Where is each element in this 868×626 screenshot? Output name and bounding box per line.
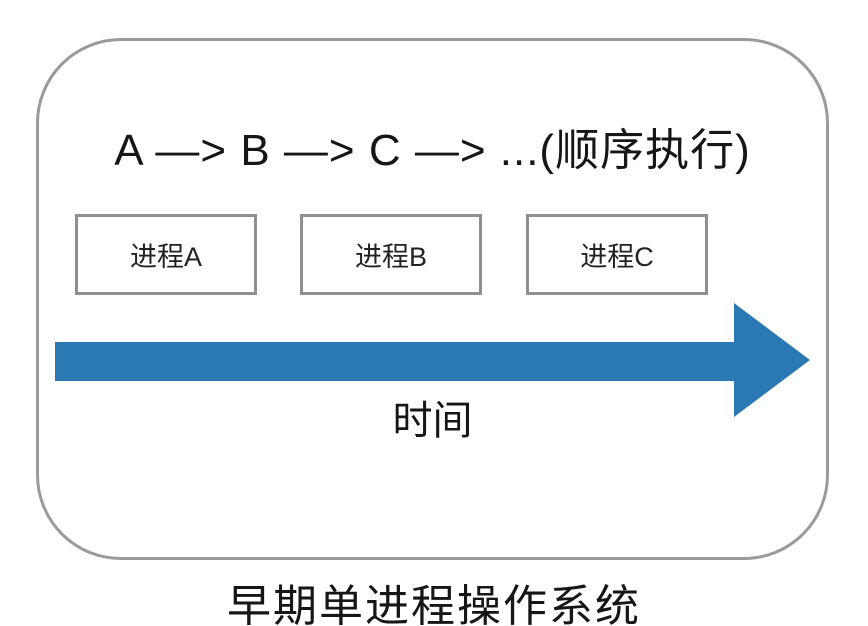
diagram-caption: 早期单进程操作系统 [227,582,641,626]
process-box-a-label: 进程A [129,242,202,272]
process-box-c: 进程C [526,214,708,295]
rounded-frame [36,38,829,560]
sequence-title: A —> B —> C —> ...(顺序执行) [114,126,751,175]
process-box-a: 进程A [75,214,257,295]
timeline-label: 时间 [392,399,473,443]
process-box-b-label: 进程B [354,242,427,272]
process-box-b: 进程B [300,214,482,295]
process-box-c-label: 进程C [580,242,654,272]
timeline-right-arrow-icon [55,303,810,417]
right-arrow-shape [55,303,810,417]
